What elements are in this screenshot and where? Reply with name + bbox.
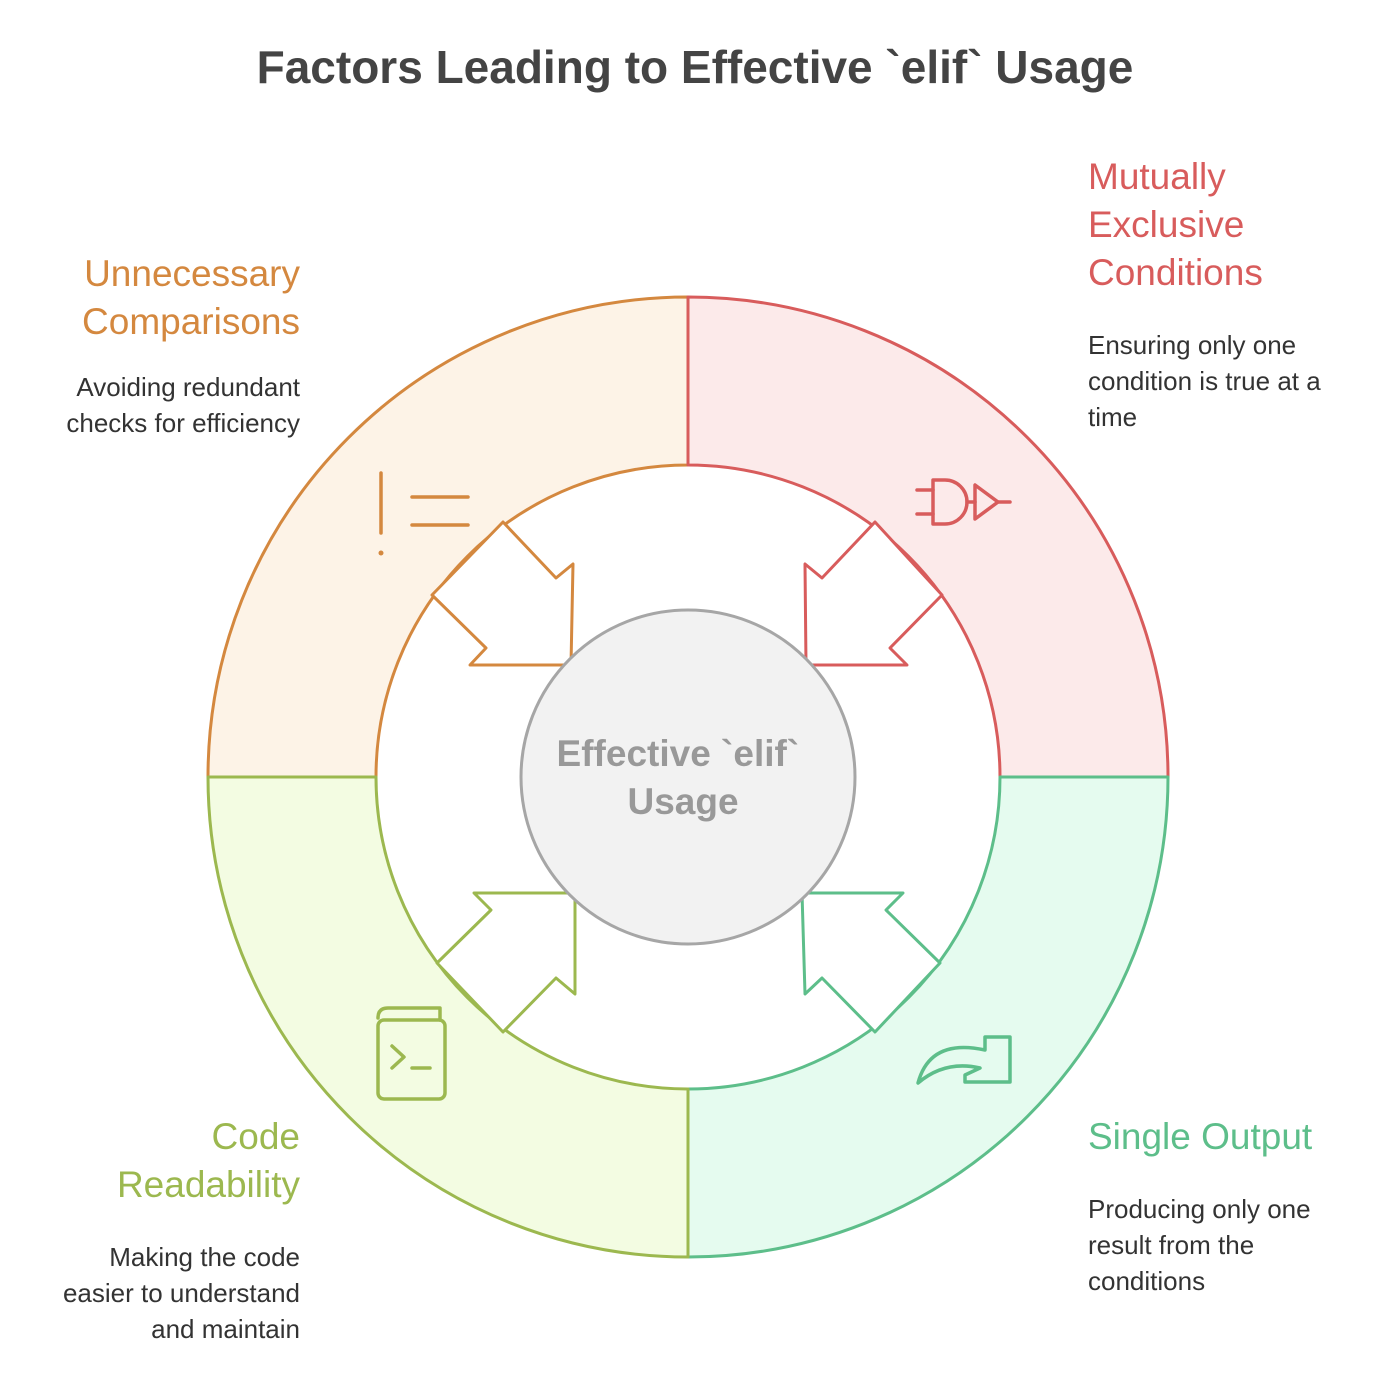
label-mutually-exclusive-conditions: Mutually Exclusive Conditions — [1088, 153, 1378, 297]
desc-line: checks for efficiency — [66, 408, 300, 438]
not-equal-icon — [378, 471, 470, 556]
label-line: Code — [211, 1116, 300, 1157]
desc-single-output: Producing only one result from the condi… — [1088, 1191, 1383, 1299]
terminal-book-icon — [376, 1006, 447, 1101]
arrow-readability-bottom — [435, 891, 577, 1034]
label-unnecessary-comparisons: Unnecessary Comparisons — [0, 250, 300, 346]
label-line: Exclusive — [1088, 204, 1245, 245]
desc-line: Avoiding redundant — [76, 372, 300, 402]
segment-unnecessary-comparisons — [206, 295, 690, 779]
desc-line: time — [1088, 402, 1138, 432]
arrow-mutually-top — [803, 520, 944, 667]
center-circle — [519, 608, 857, 946]
segment-single-output — [686, 775, 1170, 1259]
page-title: Factors Leading to Effective `elif` Usag… — [256, 41, 1134, 93]
desc-line: easier to understand — [62, 1278, 300, 1308]
desc-line: conditions — [1088, 1266, 1206, 1296]
label-line: Unnecessary — [84, 253, 300, 294]
label-code-readability: Code Readability — [0, 1113, 300, 1209]
desc-line: Making the code — [109, 1242, 300, 1272]
desc-line: condition is true at a — [1088, 366, 1321, 396]
label-line: Mutually — [1088, 156, 1226, 197]
label-line: Single Output — [1088, 1116, 1313, 1157]
segment-mutually-exclusive — [686, 295, 1170, 779]
desc-mutually-exclusive-conditions: Ensuring only one condition is true at a… — [1088, 327, 1383, 435]
label-line: Comparisons — [82, 301, 300, 342]
desc-unnecessary-comparisons: Avoiding redundant checks for efficiency — [0, 369, 300, 441]
desc-line: Ensuring only one — [1088, 330, 1297, 360]
center-label: Effective `elif` Usage — [557, 733, 810, 822]
label-single-output: Single Output — [1088, 1113, 1378, 1161]
desc-line: Producing only one — [1088, 1194, 1311, 1224]
label-line: Readability — [116, 1164, 300, 1205]
label-line: Conditions — [1088, 252, 1263, 293]
desc-line: and maintain — [151, 1314, 300, 1344]
segment-code-readability — [206, 775, 690, 1259]
arrow-unnecessary-top — [430, 520, 575, 667]
arrow-single-bottom — [800, 891, 942, 1034]
redirect-arrow-icon — [916, 1035, 1012, 1085]
desc-code-readability: Making the code easier to understand and… — [0, 1239, 300, 1347]
logic-gate-icon — [915, 478, 1012, 526]
desc-line: result from the — [1088, 1230, 1255, 1260]
